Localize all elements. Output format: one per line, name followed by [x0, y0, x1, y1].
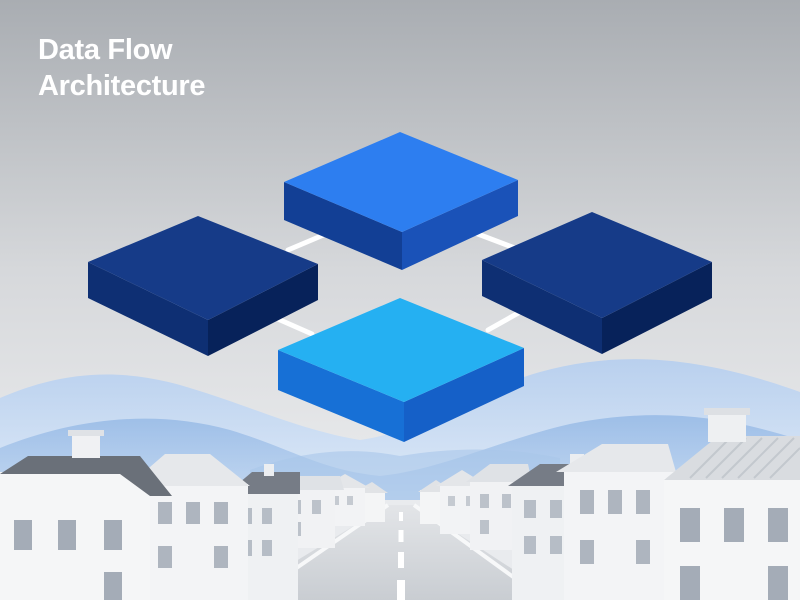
- bottom-center-block: [278, 298, 524, 442]
- right-block: [482, 212, 712, 354]
- left-street-houses: [0, 430, 388, 600]
- title-line-2: Architecture: [38, 70, 206, 102]
- right-street-houses: [418, 408, 800, 600]
- page-title: Data Flow Architecture: [38, 32, 206, 104]
- house-left-near-2: [128, 454, 250, 600]
- title-line-1: Data Flow: [38, 34, 173, 66]
- house-right-near-1: [664, 408, 800, 600]
- top-center-block: [284, 132, 518, 270]
- road-center-dashes: [397, 512, 405, 600]
- road: [232, 505, 560, 600]
- house-left-near-1: [0, 430, 172, 600]
- left-block: [88, 216, 318, 356]
- house-right-near-2: [556, 444, 676, 600]
